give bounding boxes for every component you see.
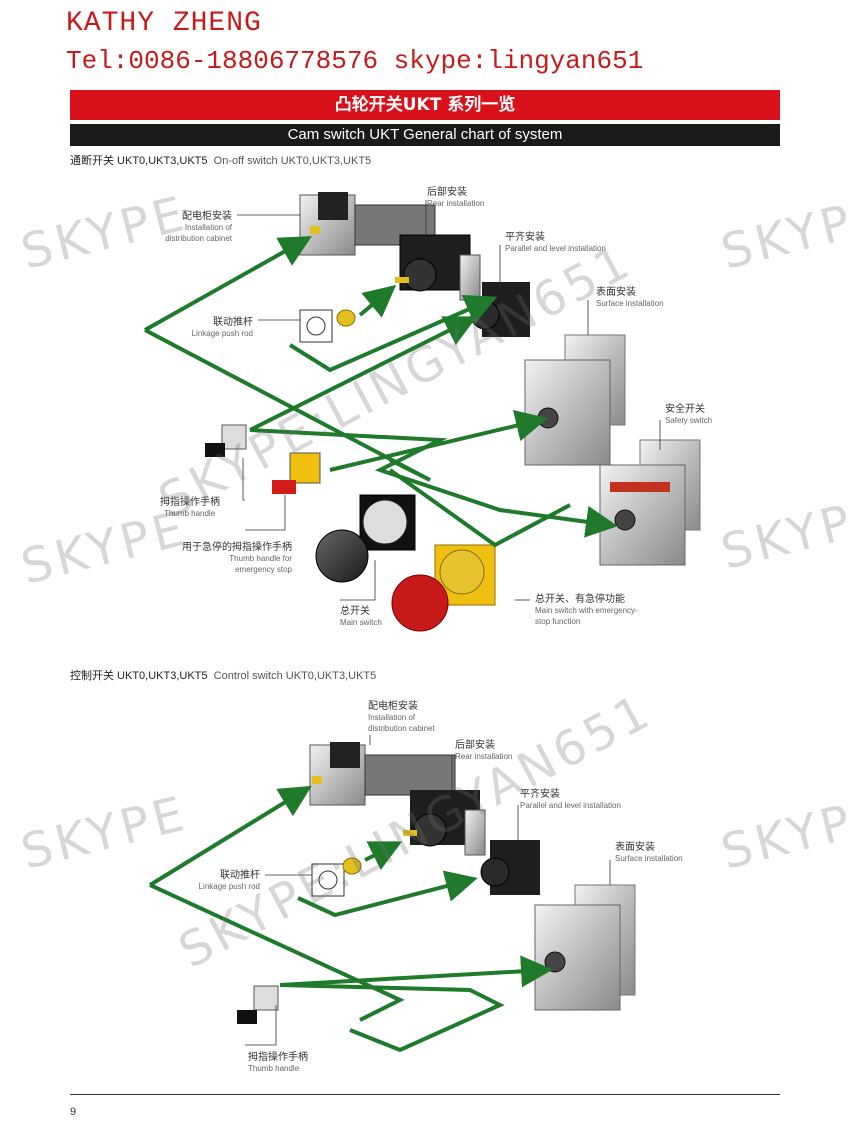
s1-label-main-emergency-cn: 总开关、有急停功能 xyxy=(535,594,625,605)
s2-label-rear-cn: 后部安装 xyxy=(455,740,495,751)
s2-label-thumb-en: Thumb handle xyxy=(248,1064,300,1073)
s1-label-dist-cabinet: 配电柜安装 Installation of distribution cabin… xyxy=(140,211,232,244)
s1-label-dist-cabinet-en2: distribution cabinet xyxy=(165,234,232,243)
s2-linkage-plate xyxy=(311,857,362,897)
s2-label-rear: 后部安装 Rear installation xyxy=(455,740,512,762)
section1-heading-en: On-off switch UKT0,UKT3,UKT5 xyxy=(213,155,372,167)
s2-parallel-unit xyxy=(480,840,540,895)
s1-label-main-emergency-en2: stop function xyxy=(535,617,581,626)
title-bar-cn: 凸轮开关UKT 系列一览 xyxy=(70,90,780,120)
s2-label-linkage-en: Linkage push rod xyxy=(198,882,260,891)
s2-label-thumb-cn: 拇指操作手柄 xyxy=(248,1052,308,1063)
s1-label-safety-cn: 安全开关 xyxy=(665,404,705,415)
s1-label-linkage: 联动推杆 Linkage push rod xyxy=(158,317,253,339)
s1-emergency-thumb-handle xyxy=(272,452,321,494)
s1-label-linkage-en: Linkage push rod xyxy=(191,329,253,338)
s2-label-dist-cabinet-en2: distribution cabinet xyxy=(368,724,435,733)
s1-label-dist-cabinet-cn: 配电柜安装 xyxy=(182,211,232,222)
s2-leader-lines xyxy=(245,735,611,1046)
s2-thumb-handle xyxy=(237,985,279,1024)
s1-label-main: 总开关 Main switch xyxy=(340,606,382,628)
s2-label-surface-cn: 表面安装 xyxy=(615,842,655,853)
s1-label-main-en: Main switch xyxy=(340,618,382,627)
s2-label-parallel-cn: 平齐安装 xyxy=(520,789,560,800)
s1-label-surface: 表面安装 Surface installation xyxy=(596,287,664,309)
s2-label-linkage: 联动推杆 Linkage push rod xyxy=(165,870,260,892)
s2-label-surface-en: Surface installation xyxy=(615,854,683,863)
s1-label-main-emergency: 总开关、有急停功能 Main switch with emergency- st… xyxy=(535,594,638,627)
s1-label-safety-en: Safety switch xyxy=(665,416,713,425)
s1-label-surface-cn: 表面安装 xyxy=(596,287,636,298)
page-title-cn: 凸轮开关UKT 系列一览 xyxy=(334,95,516,115)
page-title-en: Cam switch UKT General chart of system xyxy=(287,126,563,143)
s2-label-parallel: 平齐安装 Parallel and level installation xyxy=(520,789,621,811)
s2-rear-unit xyxy=(403,790,486,856)
section2-heading: 控制开关 UKT0,UKT3,UKT5 Control switch UKT0,… xyxy=(70,667,376,683)
footer-rule xyxy=(70,1094,780,1095)
section1-heading: 通断开关 UKT0,UKT3,UKT5 On-off switch UKT0,U… xyxy=(70,152,371,168)
s2-label-parallel-en: Parallel and level installation xyxy=(520,801,621,810)
s2-surface-enclosure xyxy=(534,884,636,1011)
section2-heading-cn: 控制开关 UKT0,UKT3,UKT5 xyxy=(70,670,208,682)
s1-surface-enclosure xyxy=(524,334,626,466)
s1-label-thumb-en: Thumb handle xyxy=(164,509,216,518)
s1-label-parallel-en: Parallel and level installation xyxy=(505,244,606,253)
s1-linkage-plate xyxy=(299,309,356,343)
section1-heading-cn: 通断开关 UKT0,UKT3,UKT5 xyxy=(70,155,208,167)
s1-thumb-handle xyxy=(205,424,247,457)
s1-label-parallel: 平齐安装 Parallel and level installation xyxy=(505,232,606,254)
s2-label-dist-cabinet: 配电柜安装 Installation of distribution cabin… xyxy=(368,701,435,734)
s2-connection-arrows xyxy=(148,785,553,1053)
s1-label-linkage-cn: 联动推杆 xyxy=(213,317,253,328)
s1-label-rear-en: Rear installation xyxy=(427,199,485,208)
s2-label-dist-cabinet-en1: Installation of xyxy=(368,713,416,722)
s2-label-surface: 表面安装 Surface installation xyxy=(615,842,683,864)
title-bar-en: Cam switch UKT General chart of system xyxy=(70,124,780,146)
s1-label-main-cn: 总开关 xyxy=(340,606,370,617)
s1-safety-enclosure xyxy=(599,439,701,566)
s1-label-thumb: 拇指操作手柄 Thumb handle xyxy=(160,497,220,519)
s1-connection-arrows xyxy=(144,236,618,548)
s2-label-rear-en: Rear installation xyxy=(455,752,513,761)
s1-label-emergency-en2: emergency stop xyxy=(235,565,292,574)
contact-name: KATHY ZHENG xyxy=(66,8,262,39)
s1-label-safety: 安全开关 Safety switch xyxy=(665,404,712,426)
s1-label-emergency-cn: 用于急停的拇指操作手柄 xyxy=(182,542,292,553)
s2-distribution-cabinet-unit xyxy=(309,742,456,806)
s1-label-parallel-cn: 平齐安装 xyxy=(505,232,545,243)
s1-leader-lines xyxy=(237,200,661,601)
s2-label-dist-cabinet-cn: 配电柜安装 xyxy=(368,701,418,712)
s1-main-emergency-switch xyxy=(391,544,496,632)
contact-tel-skype: Tel:0086-18806778576 skype:lingyan651 xyxy=(66,46,644,76)
s1-main-switch xyxy=(315,494,416,583)
s1-label-main-emergency-en1: Main switch with emergency- xyxy=(535,606,638,615)
s1-label-thumb-cn: 拇指操作手柄 xyxy=(160,497,220,508)
s1-label-rear: 后部安装 Rear installation xyxy=(427,187,484,209)
s1-rear-unit xyxy=(395,234,481,301)
s2-label-linkage-cn: 联动推杆 xyxy=(220,870,260,881)
s1-label-emergency: 用于急停的拇指操作手柄 Thumb handle for emergency s… xyxy=(150,542,292,575)
page-number: 9 xyxy=(70,1106,77,1118)
s1-label-dist-cabinet-en1: Installation of xyxy=(184,223,232,232)
section2-heading-en: Control switch UKT0,UKT3,UKT5 xyxy=(213,670,377,682)
s1-label-rear-cn: 后部安装 xyxy=(427,187,467,198)
s2-label-thumb: 拇指操作手柄 Thumb handle xyxy=(248,1052,308,1074)
s1-label-surface-en: Surface installation xyxy=(596,299,664,308)
s1-label-emergency-en1: Thumb handle for xyxy=(229,554,292,563)
